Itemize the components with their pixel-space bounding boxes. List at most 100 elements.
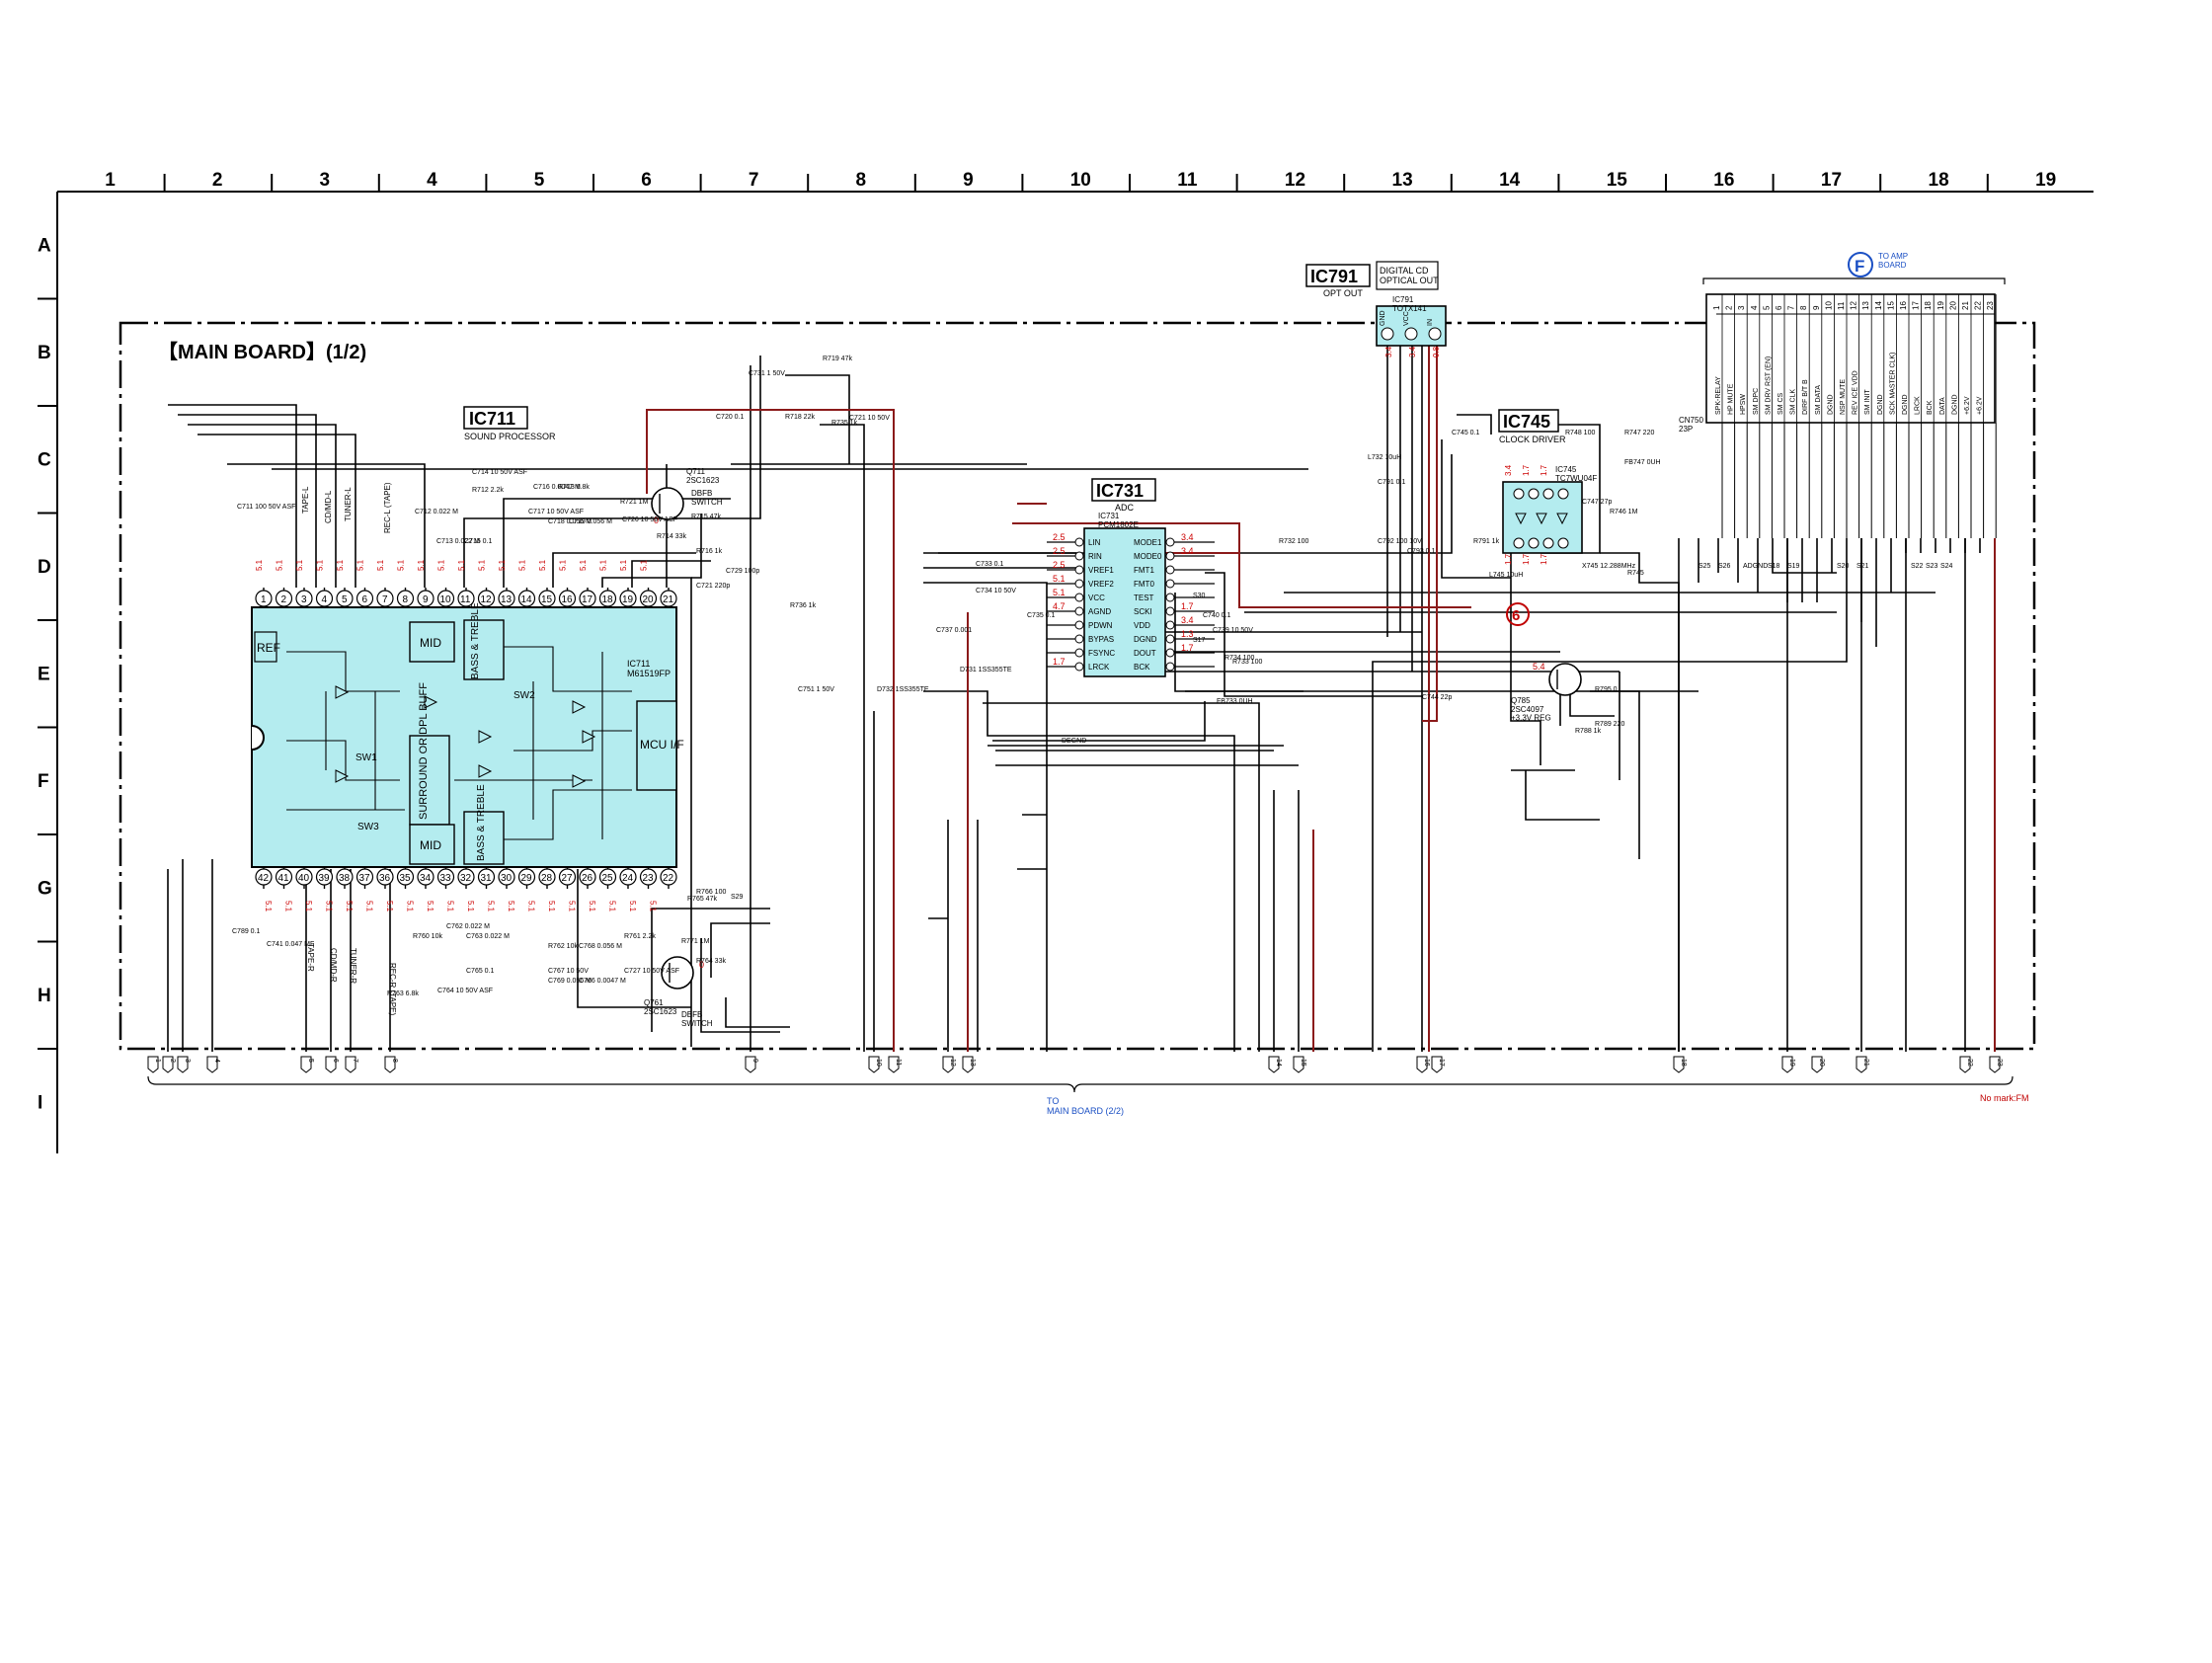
component-label: L732 10uH xyxy=(1368,454,1401,461)
component-label: R715 47k xyxy=(691,514,721,520)
ic731-pin-label: BCK xyxy=(1134,663,1150,672)
ic711-pin-number: 27 xyxy=(562,873,574,884)
component-label: C792 100 10V xyxy=(1378,538,1422,545)
bottom-terminal-number: 17 xyxy=(1438,1059,1445,1067)
ic711-pin-number: 5 xyxy=(342,594,348,605)
ic731-voltage: 2.5 xyxy=(1053,560,1066,570)
ic711-pin-number: 19 xyxy=(622,594,634,605)
ic711-voltage: 5.1 xyxy=(426,901,434,912)
component-label: C714 10 50V ASF xyxy=(472,469,527,476)
column-label: 14 xyxy=(1499,170,1521,191)
component-label: R765 47k xyxy=(687,896,717,903)
component-label: C741 0.047 MF xyxy=(267,941,314,948)
ic731-voltage: 1.7 xyxy=(1181,601,1194,611)
bottom-terminal-number: 18 xyxy=(1680,1059,1687,1067)
ic711-voltage: 5.1 xyxy=(640,559,649,571)
component-label: R747 220 xyxy=(1624,430,1654,436)
component-label: S24 xyxy=(1940,563,1953,570)
component-label: D731 1SS355TE xyxy=(960,667,1012,673)
ic711-pin-number: 20 xyxy=(643,594,655,605)
component-label: C735 0.1 xyxy=(1027,612,1056,619)
ic731-pin-label: MODE0 xyxy=(1134,552,1162,561)
bottom-terminal-number: 1 xyxy=(154,1059,161,1063)
component-label: S17 xyxy=(1193,637,1206,644)
bottom-terminal-number: 20 xyxy=(1818,1059,1825,1067)
ic711-voltage: 5.1 xyxy=(284,901,293,912)
column-label: 2 xyxy=(212,170,223,191)
ic711-pin-number: 17 xyxy=(582,594,593,605)
ic731-voltage: 2.5 xyxy=(1053,546,1066,556)
connector-f-signal: HP MUTE xyxy=(1728,383,1735,415)
component-label: C721 10 50V xyxy=(849,415,890,422)
ic711-function: SOUND PROCESSOR xyxy=(464,432,556,441)
ic731-pin-label: AGND xyxy=(1088,607,1111,616)
ic731-voltage: 3.4 xyxy=(1181,532,1194,542)
ic711-mid-block-upper xyxy=(409,621,455,663)
ic711-pin-number: 30 xyxy=(501,873,513,884)
bottom-terminal-number: 2 xyxy=(169,1059,176,1063)
ic711-voltage: 5.1 xyxy=(478,559,487,571)
ic731-pin-label: FMT0 xyxy=(1134,580,1154,589)
column-label: 17 xyxy=(1821,170,1842,191)
connector-f-pin-number: 21 xyxy=(1961,301,1970,310)
ic711-pin-number: 2 xyxy=(281,594,287,605)
ic745-marker-circle xyxy=(1506,602,1530,626)
component-label: R764 33k xyxy=(696,958,726,965)
component-label: FB733 0UH xyxy=(1217,698,1253,705)
component-label: D732 1SS355TE xyxy=(877,686,929,693)
component-label: C720 0.1 xyxy=(716,414,745,421)
input-tag: TUNER-L xyxy=(344,487,353,521)
component-label: C729 100p xyxy=(726,568,759,575)
ic711-pin-number: 39 xyxy=(319,873,331,884)
connector-f-signal: REV ICE VDD xyxy=(1853,370,1859,415)
component-label: C737 0.001 xyxy=(936,627,972,634)
row-label: B xyxy=(38,343,51,363)
column-label: 13 xyxy=(1392,170,1413,191)
wiring xyxy=(167,326,1981,1052)
ic711-block-sw2: SW2 xyxy=(514,690,535,701)
column-label: 18 xyxy=(1929,170,1949,191)
ic731-voltage: 5.1 xyxy=(1053,588,1066,597)
q761-voltage: 0 xyxy=(699,960,704,970)
bottom-terminal-number: 21 xyxy=(1862,1059,1869,1067)
ic711-voltage: 5.1 xyxy=(579,559,588,571)
ic711-voltage: 5.1 xyxy=(356,559,365,571)
component-label: C721 220p xyxy=(696,583,730,590)
ic731-pin-label: VREF2 xyxy=(1088,580,1114,589)
component-label: C769 0.056 M xyxy=(548,978,592,985)
component-label: C766 0.0047 M xyxy=(579,978,626,985)
ic711-voltage: 5.1 xyxy=(376,559,385,571)
ic791-pin-label: GND xyxy=(1380,310,1386,326)
component-label: C762 0.022 M xyxy=(446,923,490,930)
ic711-pin-number: 24 xyxy=(622,873,634,884)
bottom-terminal-number: 15 xyxy=(1300,1059,1306,1067)
ic711-voltage: 5.1 xyxy=(457,559,466,571)
ic711-bass-treble-upper xyxy=(463,619,505,680)
ic711-pin-number: 35 xyxy=(400,873,412,884)
component-label: C715 0.1 xyxy=(464,538,493,545)
input-tag: REC-R (TAPE) xyxy=(388,963,397,1016)
component-label: C712 0.022 M xyxy=(415,509,458,515)
connector-f-signal: LRCK xyxy=(1915,396,1922,415)
ic711-voltage: 5.1 xyxy=(437,559,446,571)
legend-note: No mark:FM xyxy=(1980,1093,2029,1103)
ic711-pin-number: 16 xyxy=(562,594,574,605)
connector-f-pin-number: 15 xyxy=(1886,301,1895,310)
ic745-ref: IC745 xyxy=(1503,412,1550,432)
ic711-pin-number: 33 xyxy=(440,873,452,884)
connector-f-pin-number: 10 xyxy=(1824,301,1833,310)
input-tag: TUNER-R xyxy=(349,948,357,984)
column-label: 16 xyxy=(1713,170,1734,191)
main-board-boundary xyxy=(118,321,2036,1051)
component-label: C733 0.1 xyxy=(976,561,1004,568)
ic711-pin-number: 8 xyxy=(403,594,409,605)
ic731-voltage: 5.1 xyxy=(1053,574,1066,584)
